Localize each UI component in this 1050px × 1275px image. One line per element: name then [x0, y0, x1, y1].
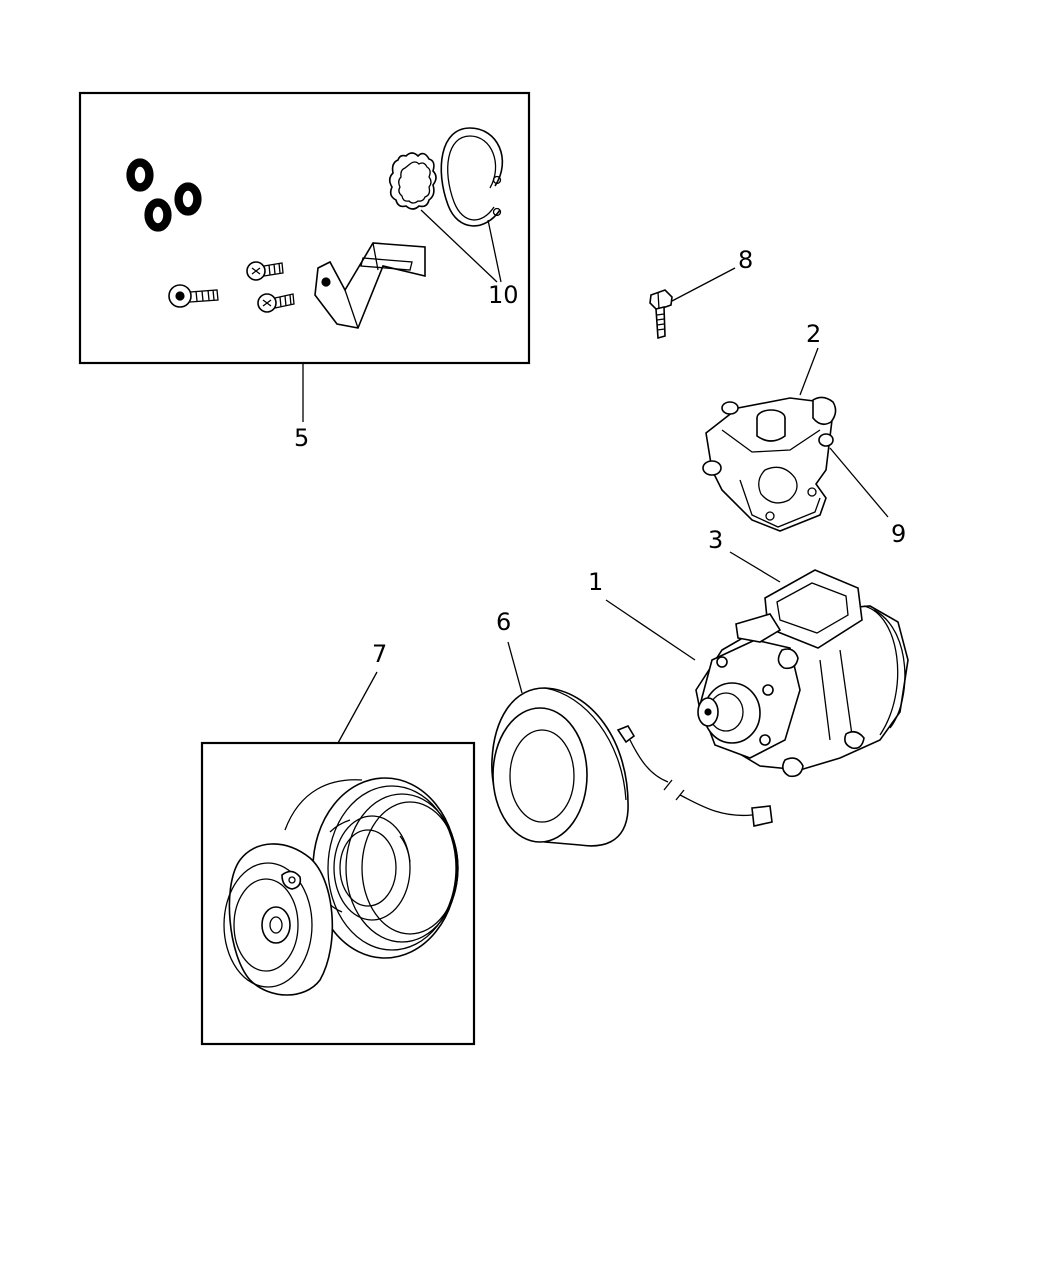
callout-6: 6 — [496, 608, 511, 636]
leader-line-10 — [420, 209, 502, 283]
bolt-group: 8 — [649, 246, 753, 340]
leader-line-2 — [799, 347, 819, 396]
leader-line-7 — [337, 671, 378, 744]
callout-9: 9 — [891, 520, 906, 548]
snap-ring-icon — [440, 127, 504, 227]
seal-kit-group: 10 5 — [78, 91, 531, 452]
leader-line-9 — [829, 447, 889, 518]
leader-line-3 — [729, 551, 781, 583]
callout-7: 7 — [372, 640, 387, 668]
callout-5: 5 — [294, 424, 309, 452]
rear-head-group: 2 9 — [702, 320, 906, 548]
callout-8: 8 — [738, 246, 753, 274]
clutch-kit-group: 7 — [200, 640, 476, 1046]
compressor-group: 1 3 — [588, 526, 909, 778]
screw-icon — [246, 261, 284, 281]
callout-2: 2 — [806, 320, 821, 348]
armature-plate-icon — [223, 843, 334, 996]
leader-line-8 — [671, 267, 736, 302]
o-ring-icon — [388, 152, 437, 210]
screw-icon — [257, 293, 295, 313]
washer-icon — [126, 158, 202, 232]
callout-1: 1 — [588, 568, 603, 596]
seal-kit-box — [78, 91, 531, 365]
leader-line-6 — [507, 641, 523, 694]
bracket-icon — [314, 242, 426, 329]
field-coil-group: 6 — [491, 608, 773, 847]
bolt-icon — [168, 284, 219, 308]
callout-10: 10 — [488, 281, 519, 309]
leader-line-1 — [605, 599, 696, 661]
callout-3: 3 — [708, 526, 723, 554]
